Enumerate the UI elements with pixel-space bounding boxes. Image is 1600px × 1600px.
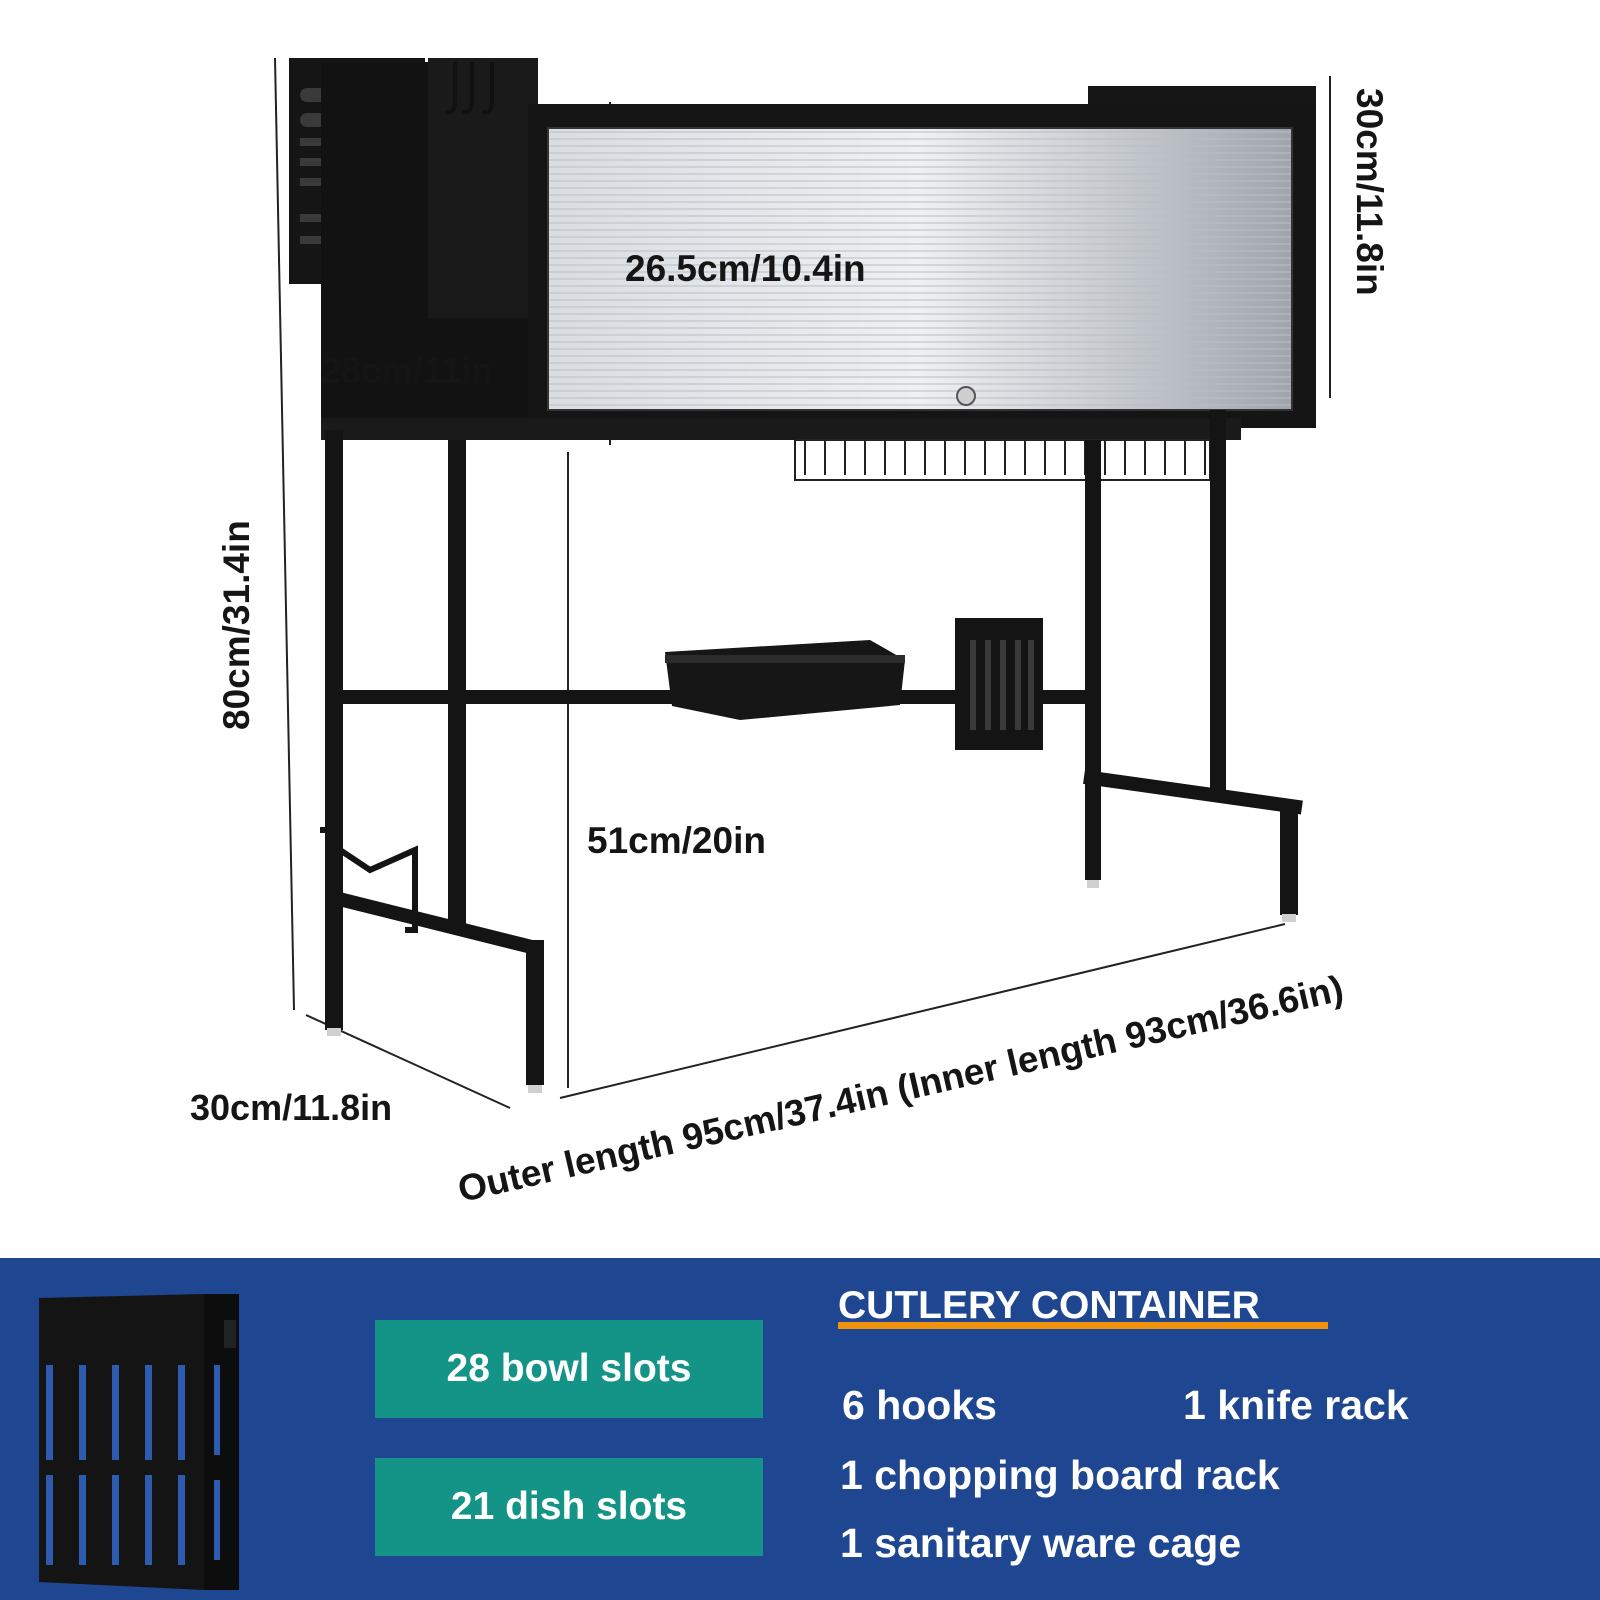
chopping-board-rack-feature: 1 chopping board rack — [840, 1452, 1280, 1498]
sanitary-ware-cage-feature: 1 sanitary ware cage — [840, 1520, 1242, 1566]
glass-height-label: 26.5cm/10.4in — [625, 248, 866, 289]
cutlery-container-heading: CUTLERY CONTAINER — [838, 1284, 1260, 1327]
bowl-slots-badge: 28 bowl slots — [375, 1320, 763, 1418]
dish-rack-illustration — [274, 57, 1331, 1109]
chopping-board-rack — [320, 827, 418, 933]
wire-basket — [794, 439, 1211, 481]
base-depth-label: 30cm/11.8in — [190, 1087, 393, 1128]
sanitary-ware-cage — [955, 618, 1043, 750]
inner-height-label: 51cm/20in — [587, 820, 766, 861]
total-height-label: 80cm/31.4in — [216, 520, 257, 730]
hanging-tray — [665, 640, 905, 720]
dish-slots-badge: 21 dish slots — [375, 1458, 763, 1556]
cutlery-container-illustration — [39, 1294, 239, 1590]
features-panel — [0, 1258, 1600, 1600]
hooks-feature: 6 hooks — [842, 1382, 997, 1428]
heading-underline — [838, 1322, 1328, 1329]
shelf-depth-label: 28cm/11in — [321, 350, 494, 391]
knife-rack-feature: 1 knife rack — [1183, 1382, 1409, 1428]
top-height-label: 30cm/11.8in — [1349, 88, 1390, 296]
